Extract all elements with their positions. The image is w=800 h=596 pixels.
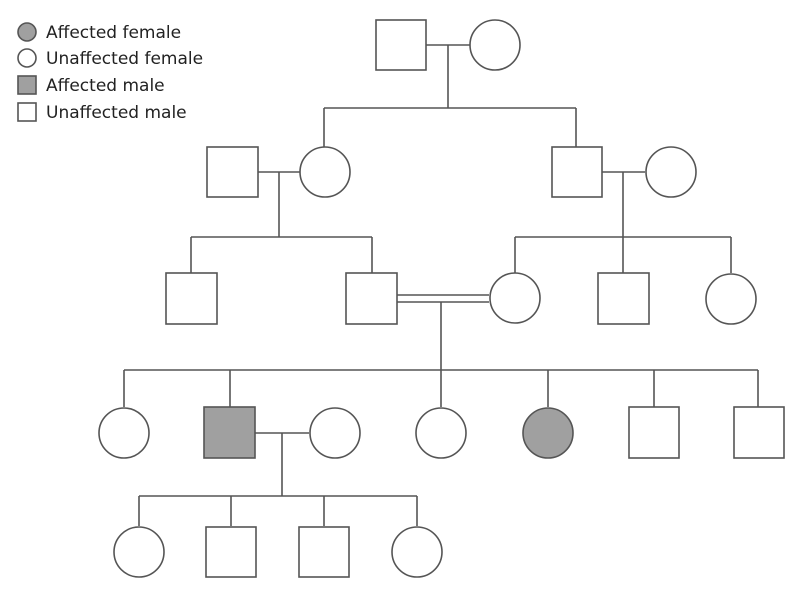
individual-IV-3 bbox=[415, 407, 467, 459]
individual-III-2 bbox=[345, 272, 398, 325]
pedigree-individuals bbox=[98, 19, 785, 578]
individual-III-4 bbox=[597, 272, 650, 325]
legend-unaffected-female-symbol bbox=[17, 48, 37, 68]
legend-unaffected-male-label: Unaffected male bbox=[46, 103, 187, 123]
legend-unaffected-female-label: Unaffected female bbox=[46, 49, 203, 69]
individual-IV-2-spouse bbox=[309, 407, 361, 459]
individual-III-1 bbox=[165, 272, 218, 325]
individual-II-4 bbox=[645, 146, 697, 198]
individual-III-5 bbox=[705, 273, 757, 325]
legend-affected-female-symbol bbox=[17, 22, 37, 42]
individual-V-4 bbox=[391, 526, 443, 578]
individual-IV-6 bbox=[733, 406, 785, 459]
individual-V-3 bbox=[298, 526, 350, 578]
legend-affected-male-symbol bbox=[17, 75, 37, 95]
individual-V-2 bbox=[205, 526, 257, 578]
pedigree-lines bbox=[123, 44, 759, 526]
individual-II-3 bbox=[551, 146, 603, 198]
legend-unaffected-male-symbol bbox=[17, 102, 37, 122]
individual-II-2 bbox=[299, 146, 351, 198]
legend-affected-female-label: Affected female bbox=[46, 23, 181, 43]
individual-IV-2 bbox=[203, 406, 256, 459]
individual-I-1 bbox=[375, 19, 427, 71]
individual-IV-1 bbox=[98, 407, 150, 459]
individual-II-1 bbox=[206, 146, 259, 198]
individual-III-3 bbox=[489, 272, 541, 324]
individual-IV-5 bbox=[628, 406, 680, 459]
individual-I-2 bbox=[469, 19, 521, 71]
individual-IV-4 bbox=[522, 407, 574, 459]
legend: Affected female Unaffected female Affect… bbox=[17, 22, 203, 123]
legend-affected-male-label: Affected male bbox=[46, 76, 165, 96]
individual-V-1 bbox=[113, 526, 165, 578]
